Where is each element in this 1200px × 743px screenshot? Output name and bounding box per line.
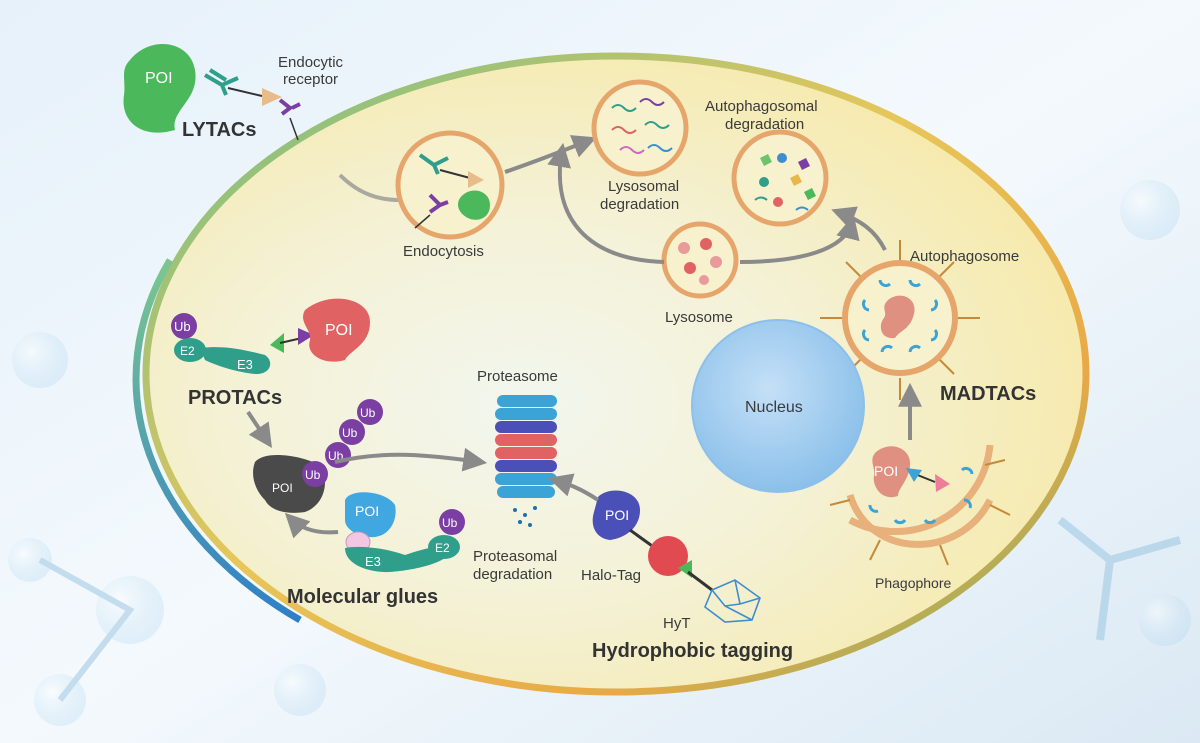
receptor-icon-vesicle: [428, 193, 449, 214]
lysosome-label: Lysosome: [665, 309, 733, 326]
cell-membrane: [142, 52, 1090, 696]
phagophore: POI: [829, 444, 1011, 566]
endocytic-receptor-label-2: receptor: [283, 71, 338, 88]
poi-label-glue: POI: [355, 503, 379, 519]
ub-label-protac: Ub: [174, 319, 191, 334]
ligand-triangle-icon-vesicle: [468, 171, 484, 188]
arrow-lyso-to-lysodeg: [547, 142, 665, 264]
arrow-glue-to-poi: [284, 512, 339, 539]
cell-membrane-left: [132, 258, 302, 624]
phagophore-label: Phagophore: [875, 575, 952, 591]
arrow-into-cell: [338, 173, 401, 202]
ligand-triangle-icon: [262, 88, 282, 106]
poi-blue-blob: [345, 492, 396, 538]
proteasome-label: Proteasome: [477, 368, 558, 385]
proteasome: [495, 395, 557, 527]
arrow-hyt-to-proteasome: [548, 473, 600, 502]
poi-green-vesicle: [457, 190, 490, 220]
proteasomal-degradation-label-2: degradation: [473, 566, 552, 583]
ub-label-1: Ub: [305, 468, 321, 482]
poi-label-ub: POI: [272, 481, 293, 495]
e2-label-protac: E2: [180, 344, 195, 358]
e3-label-protac: E3: [237, 357, 253, 372]
hydrophobic-tagging-label: Hydrophobic tagging: [592, 640, 793, 662]
poi-label-lytac: POI: [145, 70, 173, 87]
ligand-triangle-blue-icon: [906, 468, 922, 482]
autophagosomal-degradation-label-1: Autophagosomal: [705, 98, 818, 115]
poi-green-blob: [123, 43, 196, 133]
arrow-protac-to-ubpoi: [246, 410, 272, 448]
lytacs-label: LYTACs: [182, 119, 256, 141]
e3-e2-shape-glue: [345, 546, 451, 573]
antibody-icon: [203, 68, 239, 96]
endocytic-receptor-label-1: Endocytic: [278, 54, 344, 71]
protacs-label: PROTACs: [188, 387, 282, 409]
ub-label-3: Ub: [342, 426, 358, 440]
endocytosis-vesicle: [395, 130, 505, 240]
poi-salmon-autophagosome: [880, 295, 915, 339]
antibody-icon-vesicle: [418, 153, 449, 175]
e3-label-glue: E3: [365, 554, 381, 569]
lysosomal-degradation-label-1: Lysosomal: [608, 178, 679, 195]
protacs-group: Ub E2 E3 POI: [171, 298, 370, 375]
autophagosomal-degradation-label-2: degradation: [725, 116, 804, 133]
autophagosomal-degradation-vesicle: [731, 129, 829, 227]
arrow-lyso-to-autophag: [739, 215, 860, 264]
lysosome-vesicle: [661, 221, 739, 299]
madtacs-label: MADTACs: [940, 383, 1036, 405]
ub-label-glue: Ub: [442, 516, 458, 530]
background-molecules: [8, 180, 1191, 726]
proteasomal-degradation-label-1: Proteasomal: [473, 548, 557, 565]
poi-purple-blob: [592, 490, 640, 540]
adamantane-icon: [704, 579, 761, 623]
lytacs-group: POI Endocytic receptor LYTACs: [123, 43, 344, 141]
hyt-label: HyT: [663, 615, 691, 632]
linker-line: [227, 87, 263, 97]
receptor-stem: [289, 117, 299, 141]
e3-shape-protac: [200, 347, 271, 375]
halo-tag-circle: [648, 536, 688, 576]
nucleus: [691, 319, 865, 493]
e3-ligand-triangle-icon: [270, 333, 284, 353]
endocytosis-label: Endocytosis: [403, 243, 484, 260]
molecular-glues-group: POI E3 E2 Ub: [345, 492, 465, 573]
ubiquitinated-poi: POI Ub Ub Ub Ub: [253, 399, 383, 513]
arrow-ubpoi-to-proteasome: [334, 447, 488, 472]
e2-shape-protac: [174, 338, 206, 362]
poi-ligand-triangle-icon: [298, 328, 314, 345]
ub-circle-protac: [171, 313, 197, 339]
arrow-autophagosome-to-deg: [831, 206, 887, 251]
hydrophobic-tagging-group: POI: [592, 490, 761, 623]
ligand-triangle-pink-icon: [935, 474, 950, 492]
lysosomal-degradation-vesicle: [591, 79, 689, 177]
poi-label-madtac: POI: [874, 463, 898, 479]
halo-tag-label: Halo-Tag: [581, 567, 641, 584]
poi-red-blob: [303, 298, 370, 362]
molecular-glues-label: Molecular glues: [287, 586, 438, 608]
poi-label-hyt: POI: [605, 507, 629, 523]
ub-label-4: Ub: [360, 406, 376, 420]
nucleus-label: Nucleus: [745, 399, 803, 416]
lysosomal-degradation-label-2: degradation: [600, 196, 679, 213]
e2-label-glue: E2: [435, 541, 450, 555]
poi-label-protac: POI: [325, 322, 353, 339]
receptor-icon: [278, 98, 301, 116]
poi-salmon-phagophore: [872, 446, 911, 498]
autophagosome-label: Autophagosome: [910, 248, 1019, 265]
